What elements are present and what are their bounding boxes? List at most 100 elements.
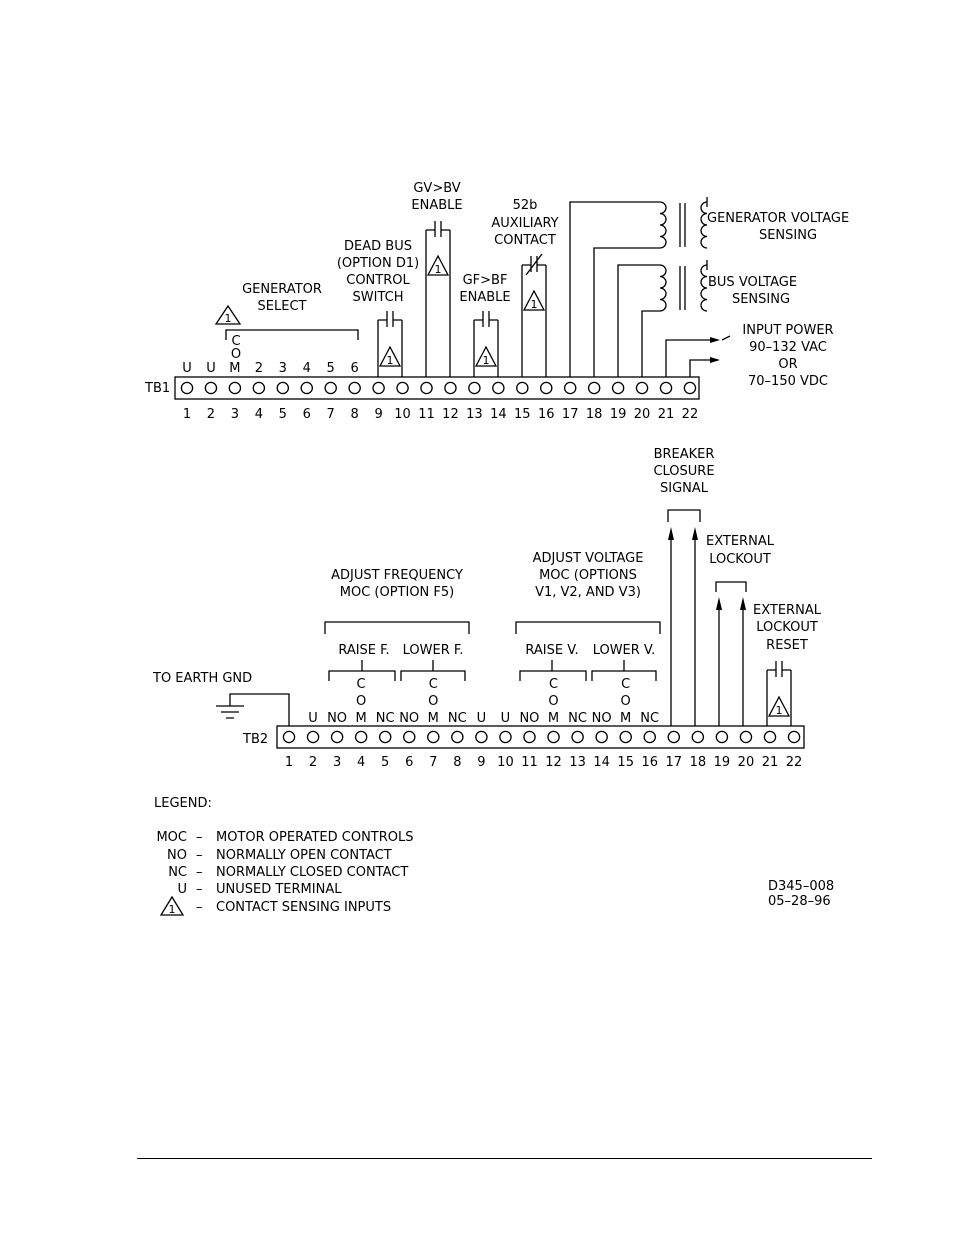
tb1-terminal-number: 1 bbox=[183, 407, 191, 422]
legend-key-moc: MOC bbox=[156, 830, 187, 845]
tb2-terminal-number: 2 bbox=[309, 755, 317, 770]
breaker-line1: BREAKER bbox=[654, 447, 715, 462]
tb2-terminal-number: 6 bbox=[405, 755, 413, 770]
gf-bf-contact-icon bbox=[473, 311, 499, 377]
gen-voltage-line2: SENSING bbox=[759, 228, 817, 243]
tb1-terminal bbox=[300, 381, 313, 395]
lower-f-bracket bbox=[400, 660, 466, 681]
legend-dash: – bbox=[196, 830, 203, 845]
legend: LEGEND: MOC – MOTOR OPERATED CONTROLS NO… bbox=[154, 796, 414, 916]
tb2-contact-label: U bbox=[501, 711, 511, 726]
tb2-contact-label: NO bbox=[327, 711, 347, 726]
tb2-terminal-number: 12 bbox=[545, 755, 562, 770]
tb2-terminal bbox=[282, 730, 296, 744]
adjust-voltage-group: ADJUST VOLTAGE MOC (OPTIONS V1, V2, AND … bbox=[515, 551, 661, 681]
legend-title: LEGEND: bbox=[154, 796, 212, 811]
triangle-1-icon bbox=[426, 254, 450, 276]
drawing-date: 05–28–96 bbox=[768, 894, 831, 909]
tb1-terminal bbox=[516, 381, 529, 395]
tb2-contact-label: M bbox=[428, 711, 439, 726]
tb1-terminal-number: 4 bbox=[255, 407, 263, 422]
footer-rule bbox=[137, 1158, 872, 1159]
bus-wire-19 bbox=[617, 264, 660, 377]
tb2-contact-label: M bbox=[355, 711, 366, 726]
breaker-line3: SIGNAL bbox=[660, 481, 709, 496]
triangle-1-icon bbox=[378, 345, 402, 367]
ext-reset-line2: LOCKOUT bbox=[756, 620, 818, 635]
tb2-terminal bbox=[427, 730, 440, 744]
external-lockout-group: EXTERNAL LOCKOUT bbox=[706, 534, 775, 726]
tb1-top-label: 3 bbox=[279, 361, 287, 376]
tb2-terminal-number: 8 bbox=[453, 755, 461, 770]
tb2-contact-label: U bbox=[477, 711, 487, 726]
tb1-terminal bbox=[659, 381, 673, 395]
raise-v-bracket bbox=[519, 660, 587, 681]
bus-transformer-core-icon bbox=[679, 266, 686, 310]
tb1-terminal bbox=[204, 381, 218, 395]
tb1-terminal bbox=[276, 381, 290, 395]
generator-select-group: 1 GENERATOR SELECT bbox=[214, 282, 359, 340]
tb2-terminal bbox=[402, 730, 416, 744]
tb2-terminal bbox=[787, 730, 801, 744]
tb2-terminal-number: 3 bbox=[333, 755, 341, 770]
input-power-line1: INPUT POWER bbox=[742, 323, 833, 338]
generator-select-bracket bbox=[225, 329, 359, 340]
tb2-contact-label: NO bbox=[592, 711, 612, 726]
ext-lockout-line2: LOCKOUT bbox=[709, 552, 771, 567]
bus-voltage-line1: BUS VOLTAGE bbox=[708, 275, 797, 290]
tb2-contact-label: NC bbox=[448, 711, 467, 726]
tb2-terminal bbox=[691, 730, 705, 744]
input-power-group: INPUT POWER 90–132 VAC OR 70–150 VDC bbox=[665, 323, 834, 389]
tb1-terminal-number: 2 bbox=[207, 407, 215, 422]
gen-transformer-primary-icon bbox=[659, 201, 667, 249]
tb1-terminal-number: 6 bbox=[303, 407, 311, 422]
legend-dash: – bbox=[196, 900, 203, 915]
raise-f-bracket bbox=[328, 660, 396, 681]
dead-bus-line2: (OPTION D1) bbox=[337, 256, 419, 271]
tb2-terminal-number: 7 bbox=[429, 755, 437, 770]
tb1-terminal-number: 16 bbox=[538, 407, 555, 422]
tb2-terminal-number: 13 bbox=[569, 755, 586, 770]
adjust-volt-line2: MOC (OPTIONS bbox=[539, 568, 637, 583]
triangle-number: 1 bbox=[776, 704, 783, 717]
legend-desc-u: UNUSED TERMINAL bbox=[216, 882, 342, 897]
tb2-contact-label: NC bbox=[376, 711, 395, 726]
tb1-terminal-number: 18 bbox=[586, 407, 603, 422]
earth-gnd-label: TO EARTH GND bbox=[152, 671, 252, 686]
tb1-terminal bbox=[492, 381, 505, 395]
tb1-terminal bbox=[420, 381, 433, 395]
tb2-com-o: O bbox=[428, 694, 438, 709]
tb2-terminal bbox=[619, 730, 632, 744]
tb2-terminal bbox=[330, 730, 344, 744]
tb2-terminal bbox=[739, 730, 753, 744]
tb2-com-c: C bbox=[549, 677, 558, 692]
tb2-terminal bbox=[378, 730, 392, 744]
gv-bv-contact-icon bbox=[425, 221, 451, 377]
adjust-frequency-group: ADJUST FREQUENCY MOC (OPTION F5) RAISE F… bbox=[324, 568, 470, 681]
tb2-strip bbox=[276, 725, 805, 749]
tb2-terminal-number: 16 bbox=[641, 755, 658, 770]
tb1-terminal bbox=[563, 381, 577, 395]
ext-lockout-bracket bbox=[715, 581, 747, 592]
input-power-line2: 90–132 VAC bbox=[749, 340, 827, 355]
breaker-closure-group: BREAKER CLOSURE SIGNAL bbox=[653, 447, 715, 726]
arrow-up-icon bbox=[716, 597, 722, 610]
tb2-terminals bbox=[282, 730, 801, 744]
generator-select-line1: GENERATOR bbox=[242, 282, 322, 297]
tb1-terminal bbox=[468, 381, 481, 395]
tb2-terminal-number: 9 bbox=[477, 755, 485, 770]
tb1-com-c: C bbox=[231, 334, 240, 349]
tb1-terminal bbox=[587, 381, 601, 395]
power-wire-22 bbox=[689, 359, 710, 377]
tb2-terminal bbox=[523, 730, 536, 744]
bus-voltage-group: BUS VOLTAGE SENSING bbox=[617, 260, 797, 377]
gen-voltage-group: GENERATOR VOLTAGE SENSING bbox=[569, 197, 849, 377]
adjust-volt-line3: V1, V2, AND V3) bbox=[535, 585, 641, 600]
arrow-up-icon bbox=[668, 527, 674, 540]
gen-voltage-line1: GENERATOR VOLTAGE bbox=[707, 211, 849, 226]
bus-transformer-primary-icon bbox=[659, 264, 667, 312]
tb2-terminal bbox=[475, 730, 488, 744]
triangle-1-icon bbox=[767, 695, 791, 717]
breaker-line2: CLOSURE bbox=[653, 464, 714, 479]
